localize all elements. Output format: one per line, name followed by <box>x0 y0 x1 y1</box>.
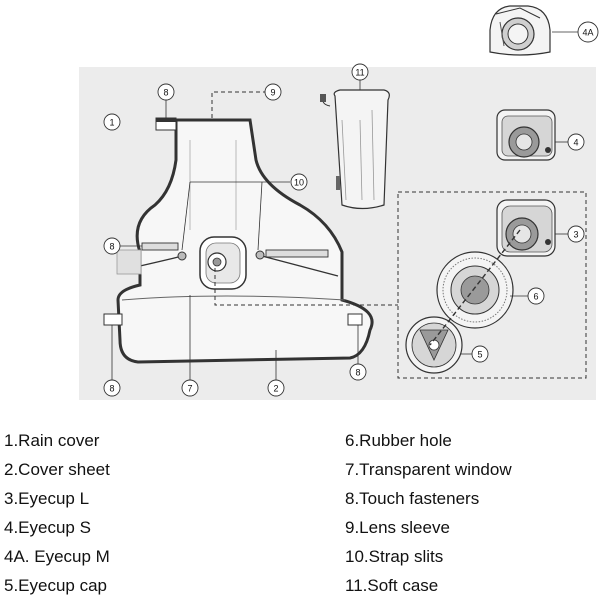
legend-item-transparent-window: 7.Transparent window <box>345 460 512 479</box>
callout-5-label: 5 <box>477 350 482 360</box>
callout-11-label: 11 <box>355 68 364 78</box>
callout-10: 10 <box>290 173 308 191</box>
rubber-hole-illustration <box>436 251 514 329</box>
callout-6-label: 6 <box>533 292 538 302</box>
callout-8-top-label: 8 <box>163 88 168 98</box>
legend-item-eyecup-cap: 5.Eyecup cap <box>4 576 108 595</box>
callout-5: 5 <box>471 345 489 363</box>
callout-8-right-label: 8 <box>355 368 360 378</box>
legend-item-rain-cover: 1.Rain cover <box>4 431 100 450</box>
callout-9-label: 9 <box>270 88 275 98</box>
legend-item-rubber-hole: 6.Rubber hole <box>345 431 452 450</box>
callout-9: 9 <box>264 83 282 101</box>
legend-item-cover-sheet: 2.Cover sheet <box>4 460 110 479</box>
callout-8-left-label: 8 <box>109 242 114 252</box>
callout-11: 11 <box>351 63 369 81</box>
legend-item-eyecup-s: 4.Eyecup S <box>4 518 91 537</box>
callout-8-top: 8 <box>157 83 175 101</box>
callout-7-label: 7 <box>187 384 192 394</box>
soft-case-illustration <box>320 89 390 210</box>
callout-3: 3 <box>567 225 585 243</box>
legend-item-strap-slits: 10.Strap slits <box>345 547 444 566</box>
callout-2: 2 <box>267 379 285 397</box>
eyecup-m-illustration <box>489 5 551 56</box>
callout-2-label: 2 <box>273 384 278 394</box>
callout-8-left: 8 <box>103 237 121 255</box>
legend-item-eyecup-m: 4A. Eyecup M <box>4 547 110 566</box>
legend-item-lens-sleeve: 9.Lens sleeve <box>345 518 450 537</box>
callout-7: 7 <box>181 379 199 397</box>
legend-column-right: 6.Rubber hole 7.Transparent window 8.Tou… <box>345 426 512 600</box>
callout-6: 6 <box>527 287 545 305</box>
callout-8-right: 8 <box>349 363 367 381</box>
callout-4a <box>577 21 599 43</box>
callout-8-bottom: 8 <box>103 379 121 397</box>
eyecup-s-illustration <box>496 109 556 161</box>
callout-1: 1 <box>103 113 121 131</box>
callout-1-label: 1 <box>109 118 114 128</box>
eyecup-cap-illustration <box>405 316 463 374</box>
callout-10-label: 10 <box>294 178 304 188</box>
callout-8-bottom-label: 8 <box>109 384 114 394</box>
legend-item-touch-fasteners: 8.Touch fasteners <box>345 489 480 508</box>
legend-column-left: 1.Rain cover 2.Cover sheet 3.Eyecup L 4.… <box>4 426 110 600</box>
legend-item-eyecup-l: 3.Eyecup L <box>4 489 90 508</box>
callout-4: 4 <box>567 133 585 151</box>
rain-cover-illustration <box>103 117 374 364</box>
rain-cover-diagram: 4A <box>79 5 599 400</box>
callout-3-label: 3 <box>573 230 578 240</box>
legend-item-soft-case: 11.Soft case <box>345 576 439 595</box>
callout-4a-label: 4A <box>582 28 593 38</box>
callout-4-label: 4 <box>573 138 578 148</box>
eyecup-l-illustration <box>496 199 556 257</box>
